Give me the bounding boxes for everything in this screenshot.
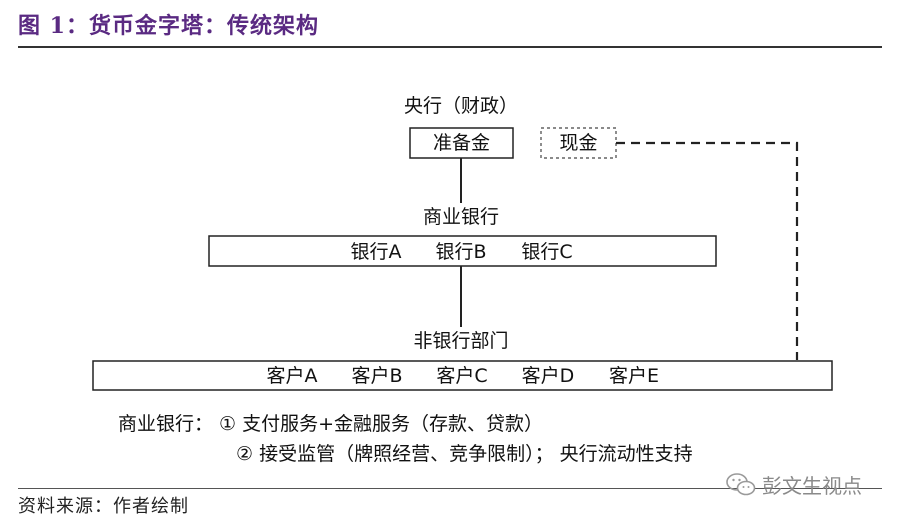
source-note: 资料来源：作者绘制 <box>18 496 189 517</box>
reserve-box-frame <box>409 127 514 159</box>
legend-line-2: ② 接受监管（牌照经营、竞争限制）； 央行流动性支持 <box>236 443 693 465</box>
bank-box-frame <box>208 235 717 267</box>
top-divider <box>18 46 882 48</box>
customer-d-label: 客户D <box>521 365 575 387</box>
bank-b-label: 银行B <box>435 241 487 263</box>
customer-c-label: 客户C <box>436 365 488 387</box>
figure-title: 图 1：货币金字塔：传统架构 <box>18 13 319 39</box>
nonbank-label: 非银行部门 <box>413 330 509 352</box>
reserve-box-label: 准备金 <box>432 132 490 154</box>
cash-box-label: 现金 <box>559 132 598 154</box>
bottom-divider <box>18 488 882 489</box>
bank-a-label: 银行A <box>350 241 402 263</box>
customer-a-label: 客户A <box>266 365 318 387</box>
wechat-icon <box>726 472 756 495</box>
central-bank-label: 央行（财政） <box>403 95 518 117</box>
customer-e-label: 客户E <box>608 365 659 387</box>
customer-box-frame <box>92 360 833 391</box>
legend-line-1: 商业银行： ① 支付服务+金融服务（存款、贷款） <box>118 413 544 435</box>
watermark: 彭文生视点 <box>726 470 862 499</box>
customer-b-label: 客户B <box>351 365 403 387</box>
watermark-text: 彭文生视点 <box>762 474 862 498</box>
bank-c-label: 银行C <box>521 241 573 263</box>
commercial-banks-label: 商业银行 <box>422 206 499 228</box>
cash-to-customers-connector <box>616 141 799 360</box>
